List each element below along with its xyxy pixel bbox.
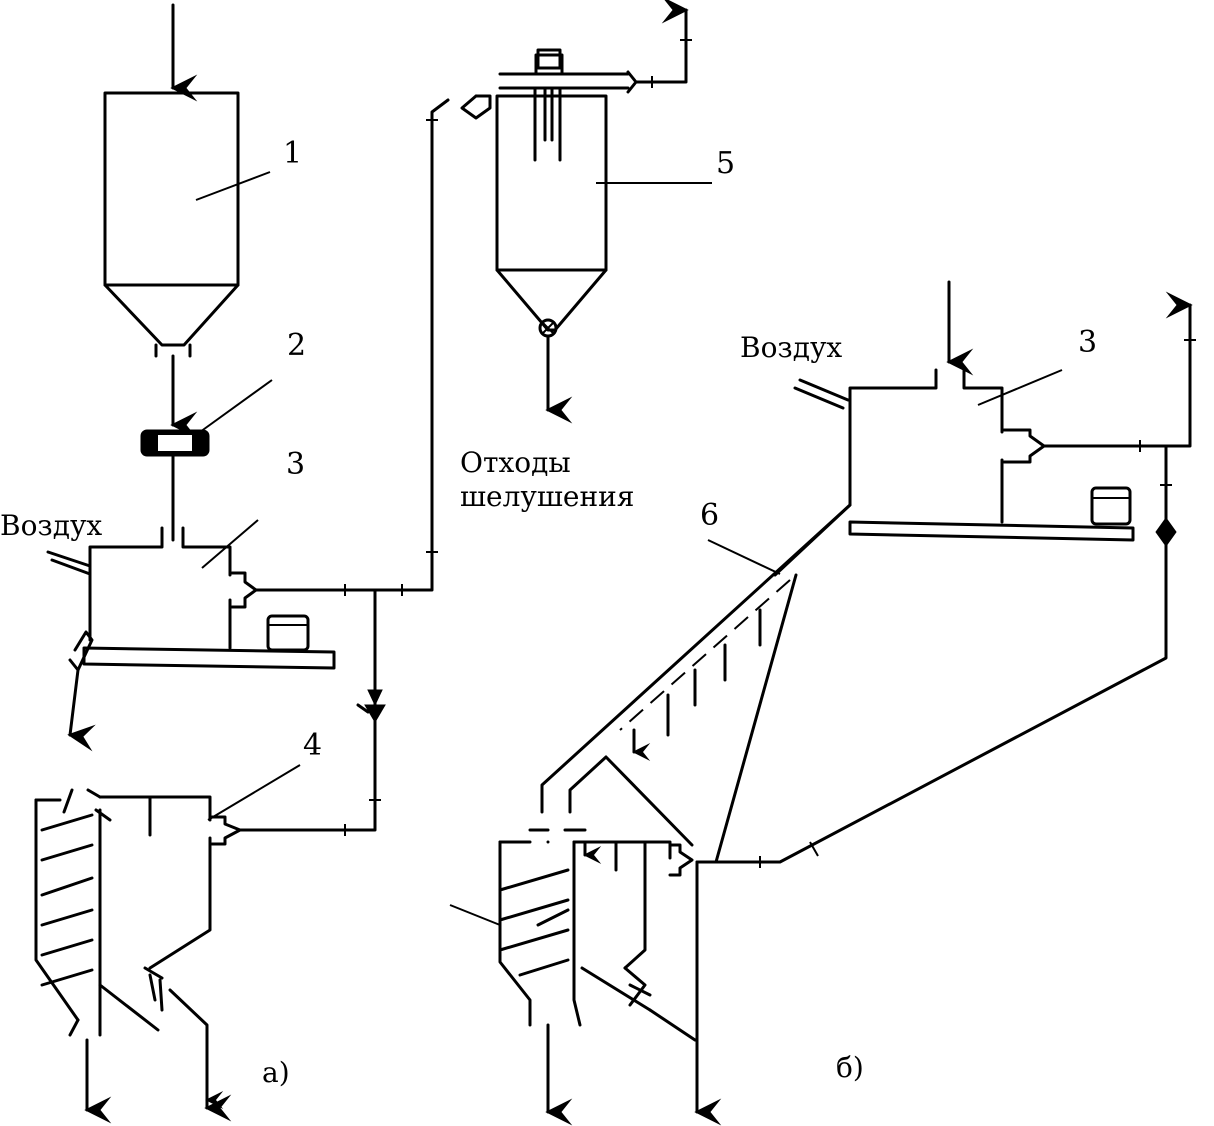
label-4: 4	[303, 728, 322, 763]
label-3-b: 3	[1078, 325, 1097, 360]
valve-b	[1155, 517, 1177, 547]
aspirator-b	[449, 828, 697, 1042]
leader-3b	[977, 369, 1063, 406]
valve-a	[367, 689, 383, 707]
aspiration-return-b	[695, 444, 1168, 864]
leader-3a	[201, 519, 259, 569]
aspiration-duct-b	[1042, 291, 1193, 448]
leader-1	[195, 171, 271, 201]
label-5: 5	[716, 146, 735, 181]
outlet-a1	[68, 1018, 80, 1037]
leader-6	[707, 539, 781, 575]
label-air-a: Воздух	[0, 509, 102, 542]
label-2: 2	[287, 328, 306, 363]
huller-3-a	[46, 519, 336, 672]
leader-2	[199, 379, 273, 433]
leader-4	[207, 764, 301, 821]
label-6: 6	[700, 498, 719, 533]
label-air-b: Воздух	[740, 331, 842, 364]
feeder-2	[140, 379, 273, 457]
huller-outlet-arrow	[67, 668, 96, 752]
cyclone-5	[460, 0, 712, 424]
label-waste-line1: Отходы	[460, 446, 571, 479]
aspiration-duct-a	[254, 98, 450, 592]
panel-b	[449, 280, 1196, 1126]
aspiration-branch-4	[238, 588, 377, 832]
label-panel-a: а)	[262, 1056, 290, 1089]
label-waste-line2: шелушения	[460, 480, 634, 513]
aspirator-4	[34, 764, 301, 1109]
label-panel-b: б)	[836, 1051, 864, 1084]
huller-3-b	[773, 368, 1135, 577]
panel-a	[34, 3, 450, 1124]
hopper-1	[103, 91, 271, 358]
label-1: 1	[283, 136, 302, 171]
chute-6	[540, 503, 852, 864]
label-3-a: 3	[286, 447, 305, 482]
